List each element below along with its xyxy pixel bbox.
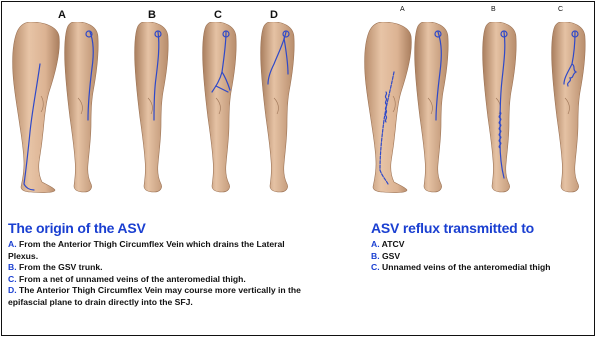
- origin-list: A. From the Anterior Thigh Circumflex Ve…: [8, 239, 308, 308]
- right-panel-title: ASV reflux transmitted to: [371, 220, 534, 236]
- right-panel-letter-a: A: [400, 6, 405, 13]
- list-item: A. From the Anterior Thigh Circumflex Ve…: [8, 239, 308, 262]
- right-panel-letter-b: B: [491, 6, 496, 13]
- list-item: B. GSV: [371, 251, 591, 263]
- list-item: B. From the GSV trunk.: [8, 262, 308, 274]
- panel-letter-c: C: [214, 9, 222, 21]
- list-item: D. The Anterior Thigh Circumflex Vein ma…: [8, 285, 308, 308]
- list-item: C. Unnamed veins of the anteromedial thi…: [371, 262, 591, 274]
- list-item: C. From a net of unnamed veins of the an…: [8, 274, 308, 286]
- panel-letter-d: D: [270, 9, 278, 21]
- right-panel-letter-c: C: [558, 6, 563, 13]
- left-panel-title: The origin of the ASV: [8, 220, 146, 236]
- list-item: A. ATCV: [371, 239, 591, 251]
- panel-letter-b: B: [148, 9, 156, 21]
- reflux-list: A. ATCV B. GSV C. Unnamed veins of the a…: [371, 239, 591, 274]
- panel-letter-a: A: [58, 9, 66, 21]
